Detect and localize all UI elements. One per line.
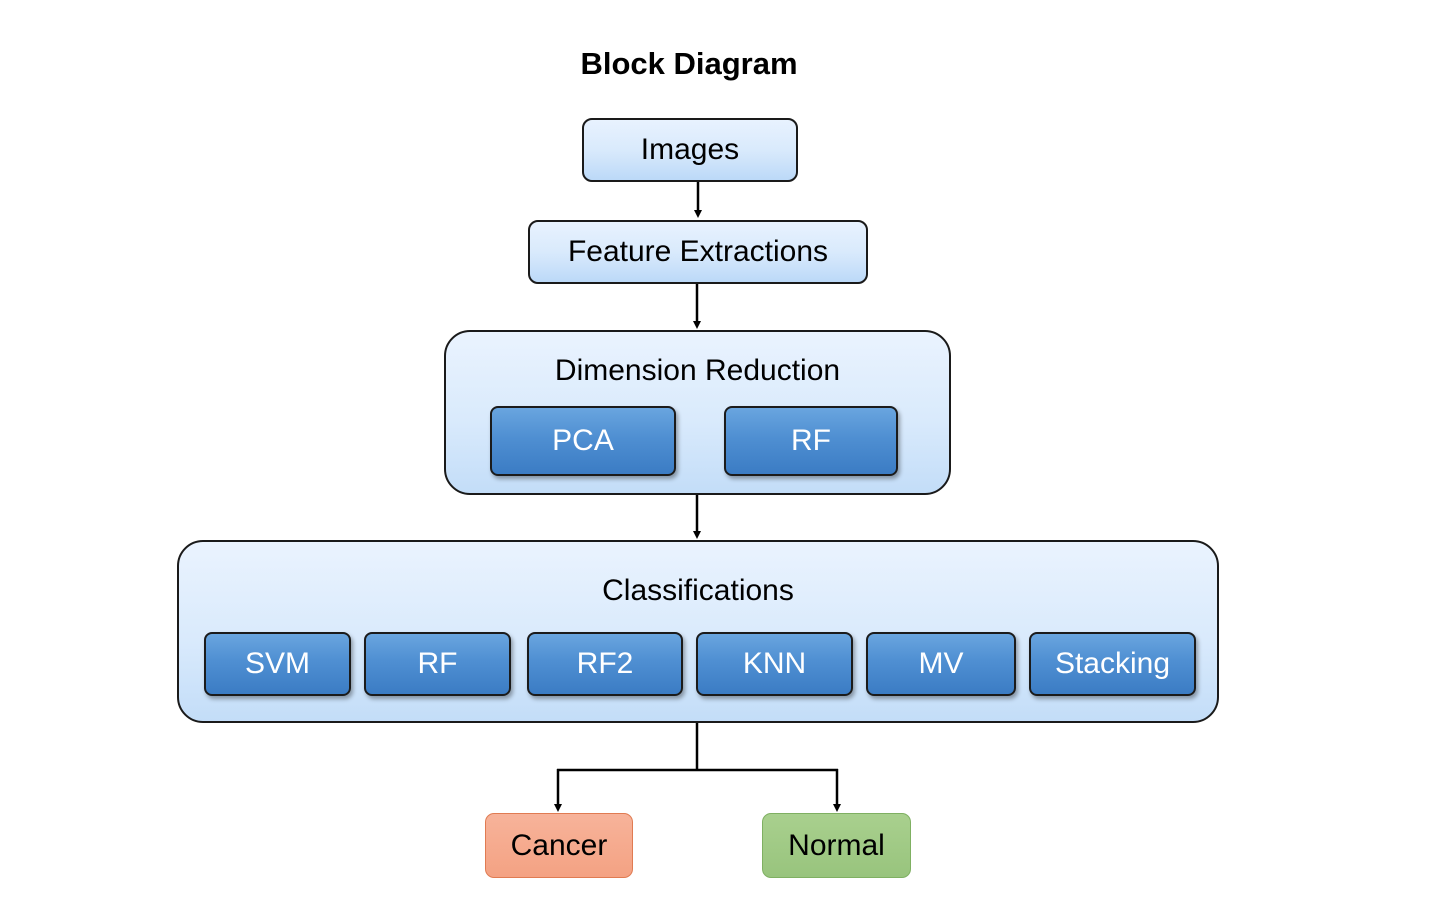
classifier-label: KNN — [742, 647, 807, 680]
classifier-mv: MV — [866, 632, 1016, 696]
output-normal: Normal — [762, 813, 911, 878]
classifier-label: RF2 — [576, 647, 634, 680]
classifier-stacking: Stacking — [1029, 632, 1196, 696]
dimension-method-label: PCA — [552, 424, 614, 457]
diagram-title: Block Diagram — [580, 46, 798, 81]
classifications-label: Classifications — [602, 574, 794, 607]
feature-extractions-label: Feature Extractions — [567, 235, 829, 268]
classifier-rf: RF — [364, 632, 511, 696]
classifier-label: Stacking — [1054, 647, 1171, 680]
images-box: Images — [582, 118, 798, 182]
feature-extractions-box: Feature Extractions — [528, 220, 868, 284]
output-cancer: Cancer — [485, 813, 633, 878]
dimension-method-pca: PCA — [490, 406, 676, 476]
classifier-label: SVM — [244, 647, 310, 680]
output-normal-label: Normal — [788, 828, 885, 862]
dimension-method-rf: RF — [724, 406, 898, 476]
images-label: Images — [640, 133, 740, 166]
classifier-svm: SVM — [204, 632, 351, 696]
classifier-knn: KNN — [696, 632, 853, 696]
classifier-rf2: RF2 — [527, 632, 683, 696]
classifier-label: RF — [417, 647, 458, 680]
output-cancer-label: Cancer — [510, 828, 608, 862]
dimension-method-label: RF — [791, 424, 831, 457]
dimension-reduction-label: Dimension Reduction — [554, 354, 841, 387]
classifier-label: MV — [918, 647, 964, 680]
